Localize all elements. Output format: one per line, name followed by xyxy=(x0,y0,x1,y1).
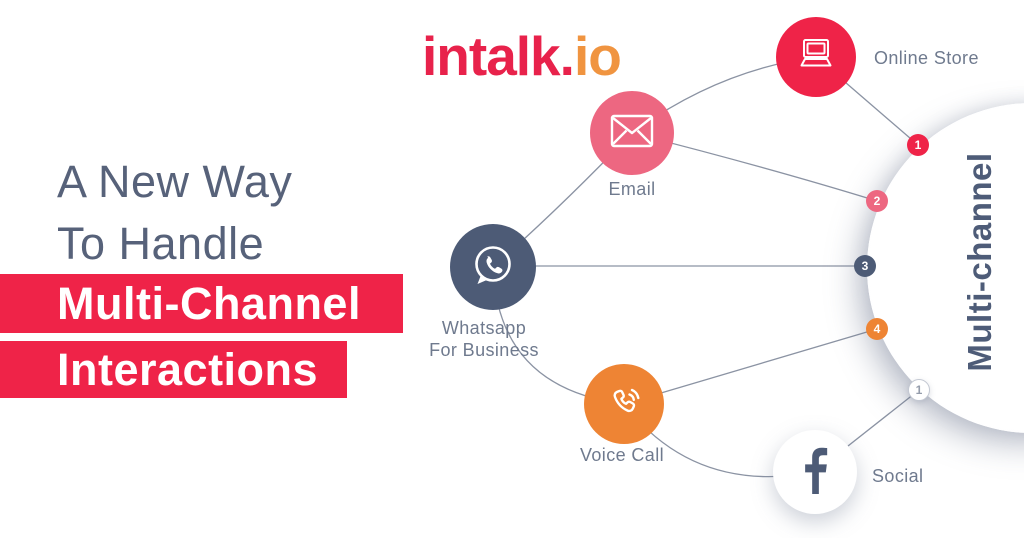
label-whatsapp-line2: For Business xyxy=(429,340,539,360)
logo-tld: io xyxy=(573,25,622,87)
node-voice-call xyxy=(584,364,664,444)
phone-waves-icon xyxy=(603,381,645,428)
logo-wordmark: intalk. xyxy=(422,25,575,87)
label-whatsapp-line1: Whatsapp xyxy=(441,318,527,338)
node-email xyxy=(590,91,674,175)
headline-line-1: A New Way xyxy=(57,156,293,207)
badge-voice-call: 4 xyxy=(866,318,888,340)
facebook-icon xyxy=(802,446,828,499)
label-whatsapp: Whatsapp For Business xyxy=(404,317,564,361)
headline-line-4: Interactions xyxy=(57,343,319,395)
node-whatsapp xyxy=(450,224,536,310)
headline-band-2: Interactions xyxy=(0,341,347,398)
label-voice-call: Voice Call xyxy=(579,445,665,465)
headline-line-2: To Handle xyxy=(57,218,265,269)
envelope-icon xyxy=(610,114,654,153)
label-online-store: Online Store xyxy=(874,48,979,68)
laptop-icon xyxy=(794,35,838,80)
headline-line-3: Multi-Channel xyxy=(57,277,361,329)
badge-social: 1 xyxy=(908,379,930,401)
badge-online-store: 1 xyxy=(907,134,929,156)
headline-band-1: Multi-Channel xyxy=(0,274,403,333)
whatsapp-icon xyxy=(470,242,516,293)
label-social: Social xyxy=(872,466,924,486)
label-email: Email xyxy=(608,179,656,199)
node-social xyxy=(773,430,857,514)
badge-email: 2 xyxy=(866,190,888,212)
node-online-store xyxy=(776,17,856,97)
badge-whatsapp: 3 xyxy=(854,255,876,277)
intalk-logo: intalk.io xyxy=(422,24,622,88)
hub-label: Multi-channel xyxy=(961,152,998,372)
